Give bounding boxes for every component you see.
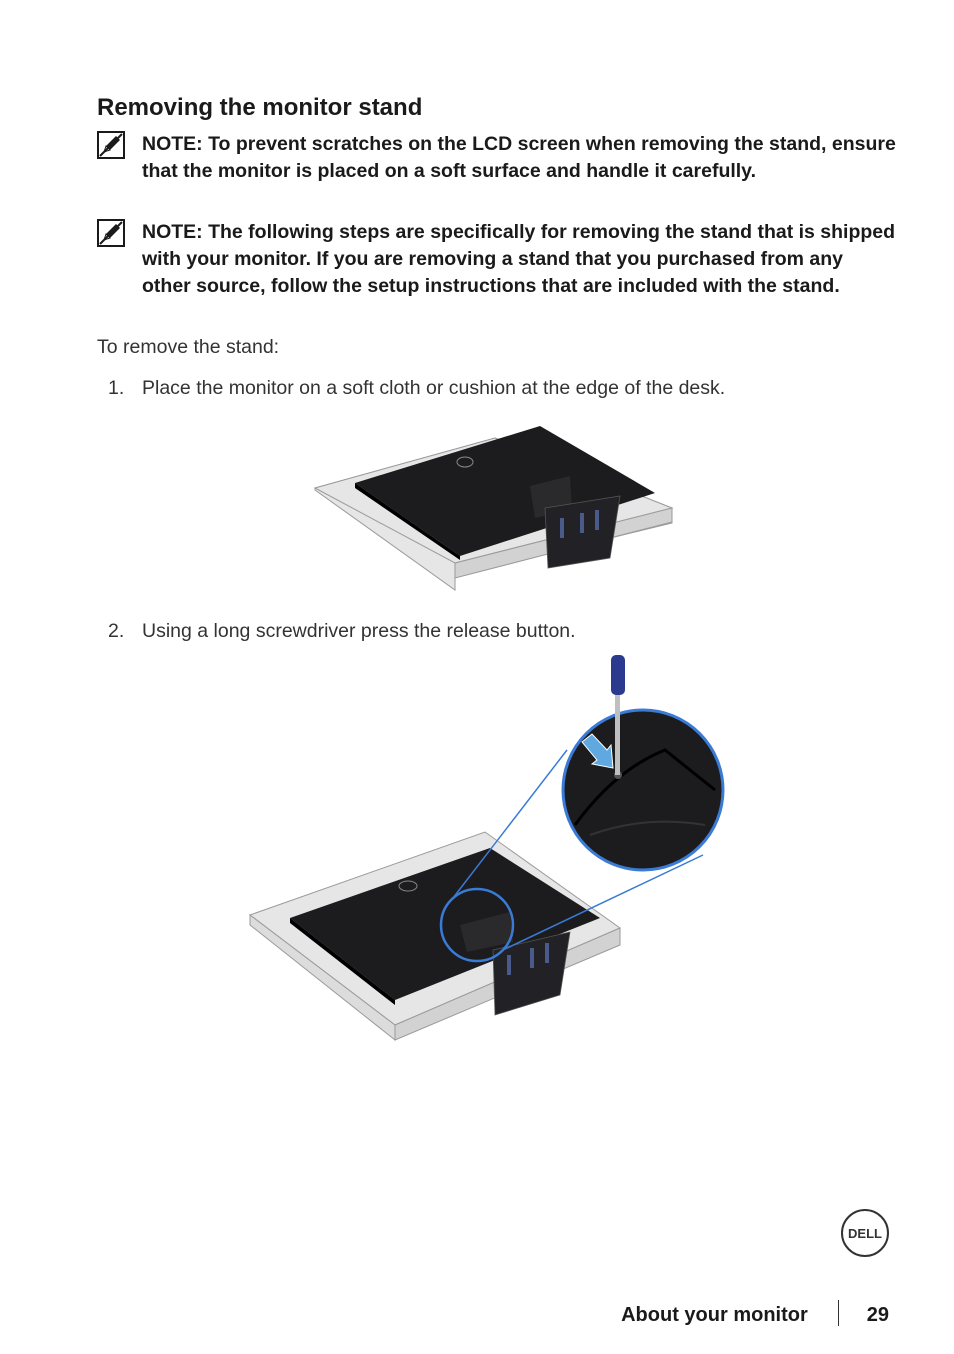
page-footer: About your monitor 29 (621, 1300, 889, 1327)
page-number: 29 (866, 1304, 889, 1326)
page-title: Removing the monitor stand (97, 94, 423, 121)
intro-text: To remove the stand: (97, 336, 280, 358)
footer-section: About your monitor (621, 1304, 808, 1326)
step-text: Place the monitor on a soft cloth or cus… (142, 377, 726, 399)
note-text: NOTE: To prevent scratches on the LCD sc… (142, 133, 896, 182)
step-text: Using a long screwdriver press the relea… (142, 620, 576, 642)
note-text: NOTE: The following steps are specifical… (142, 221, 896, 297)
footer-divider (837, 1300, 839, 1326)
note-scratches: NOTE: To prevent scratches on the LCD sc… (97, 131, 897, 185)
step-number: 1. (108, 377, 125, 399)
logo-text: DELL (848, 1226, 882, 1241)
dell-logo: DELL (841, 1209, 889, 1257)
pencil-note-icon (97, 219, 125, 247)
note-stand-source: NOTE: The following steps are specifical… (97, 219, 897, 300)
step-1: 1. Place the monitor on a soft cloth or c… (108, 377, 725, 400)
step-2: 2. Using a long screwdriver press the rel… (108, 620, 576, 643)
release-button-illustration (248, 655, 725, 1042)
pencil-note-icon (97, 131, 125, 159)
monitor-on-cushion-illustration (313, 426, 674, 591)
step-number: 2. (108, 620, 125, 642)
